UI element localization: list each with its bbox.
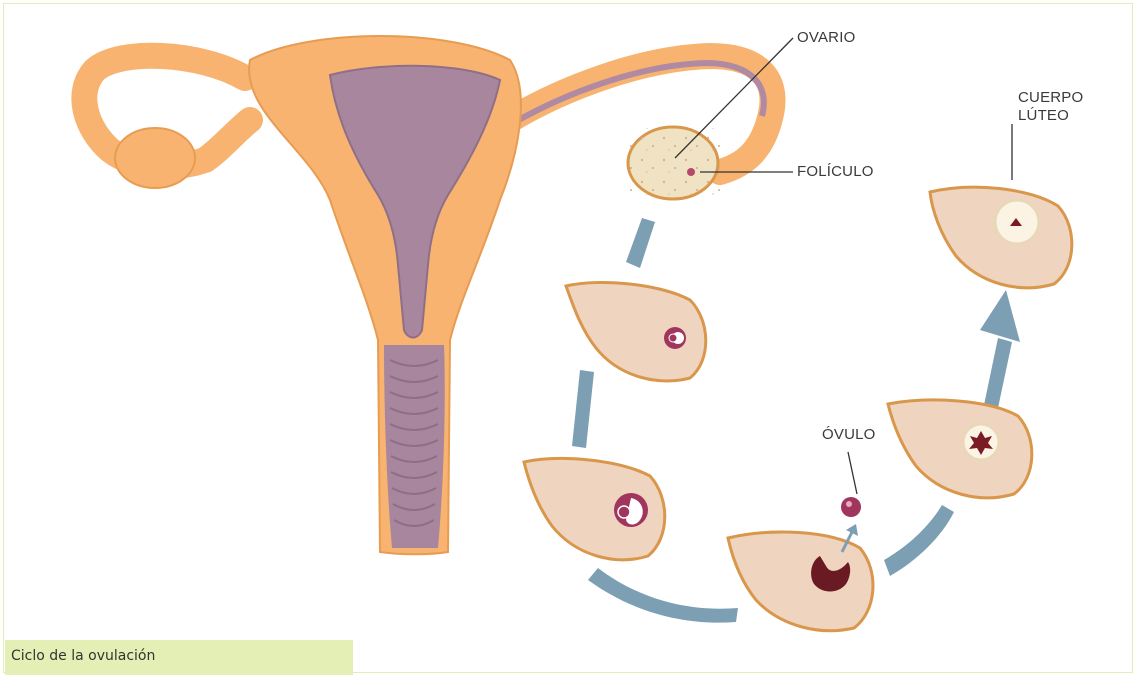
corpus-luteum-label: CUERPO LÚTEO	[1018, 89, 1083, 125]
ovum	[841, 497, 861, 517]
figure-caption: Ciclo de la ovulación	[5, 640, 353, 675]
ovary-stage-5	[930, 187, 1072, 288]
follicle-label: FOLÍCULO	[797, 163, 874, 181]
ovary-stage-4	[888, 400, 1032, 498]
follicle	[687, 168, 695, 176]
ovary-stage-2	[524, 458, 665, 559]
ovary-stage-1	[566, 282, 706, 380]
ovum-label: ÓVULO	[822, 426, 876, 444]
right-ovary	[628, 127, 720, 200]
left-ovary	[115, 128, 195, 188]
ovary-stage-3	[728, 497, 873, 631]
ovary-label: OVARIO	[797, 29, 855, 47]
